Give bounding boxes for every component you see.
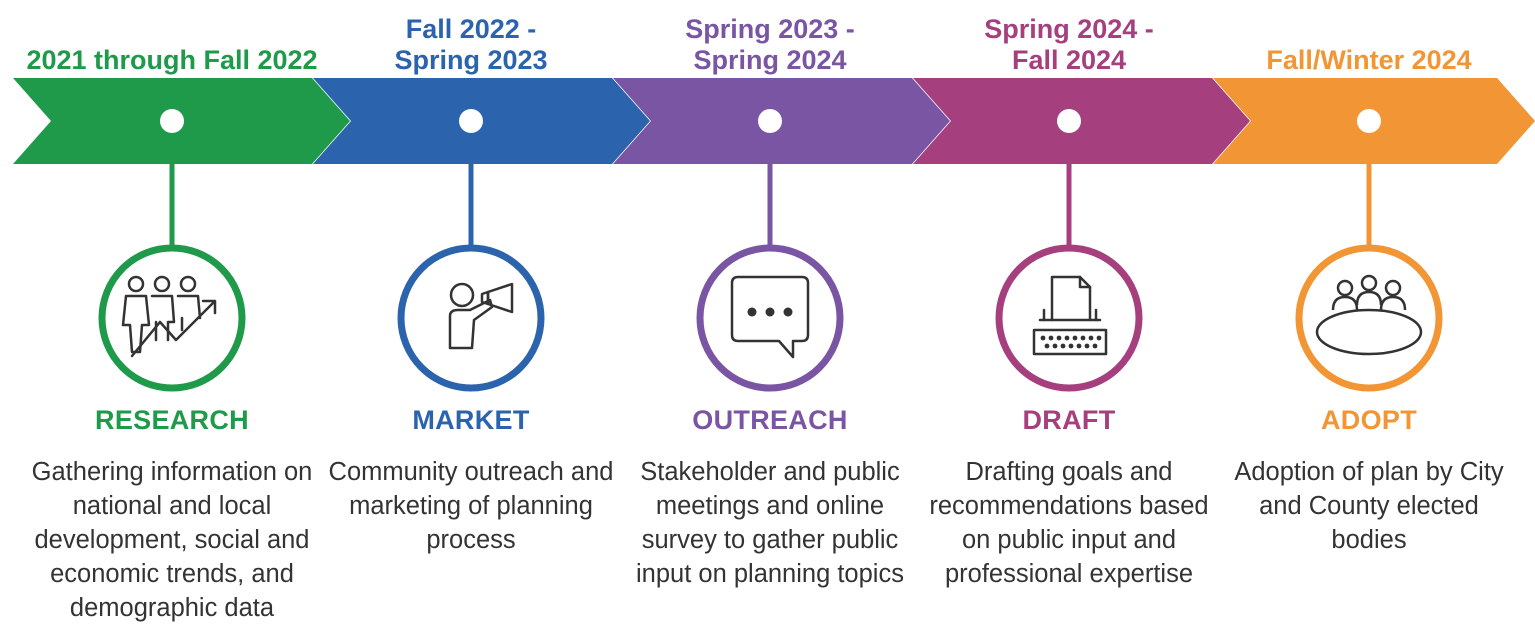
timeline-dot (1057, 109, 1081, 133)
people-growth-icon (121, 275, 217, 358)
stage-period: Fall 2022 - Spring 2023 (394, 14, 548, 75)
timeline-dot (758, 109, 782, 133)
stage-draft: Spring 2024 - Fall 2024 DRAFT Drafting g… (919, 0, 1219, 619)
icon-ring-market (397, 244, 545, 392)
stage-label: OUTREACH (692, 405, 848, 435)
stage-label: DRAFT (1022, 405, 1116, 435)
stage-description: Drafting goals and recommendations based… (929, 458, 1209, 588)
typewriter-icon (1032, 275, 1108, 356)
stage-label: RESEARCH (95, 405, 249, 435)
arrow-segment-draft (913, 78, 1250, 164)
stage-period: Spring 2024 - Fall 2024 (984, 14, 1154, 75)
stage-period: Spring 2023 - Spring 2024 (685, 14, 855, 75)
stage-research: 2021 through Fall 2022 RESEARCH Gatherin… (22, 0, 322, 622)
stage-description: Community outreach and marketing of plan… (328, 458, 614, 554)
megaphone-person-icon (448, 282, 514, 350)
stage-label: ADOPT (1321, 405, 1417, 435)
stage-outreach: Spring 2023 - Spring 2024 OUTREACH Stake… (620, 0, 920, 619)
meeting-table-icon (1315, 274, 1423, 356)
stage-connectors (169, 130, 1372, 246)
timeline-dot (1357, 109, 1381, 133)
stage-description: Gathering information on national and lo… (31, 458, 313, 622)
stage-market: Fall 2022 - Spring 2023 MARKET Community… (321, 0, 621, 619)
timeline-dots (160, 109, 1381, 133)
timeline-dot (459, 109, 483, 133)
stage-description: Adoption of plan by City and County elec… (1234, 458, 1504, 554)
stage-period: 2021 through Fall 2022 (26, 45, 318, 75)
chat-bubble-icon (730, 275, 810, 359)
stage-description: Stakeholder and public meetings and onli… (636, 458, 904, 588)
stage-label: MARKET (412, 405, 530, 435)
stage-adopt: Fall/Winter 2024 ADOPT Adoption of plan … (1219, 0, 1519, 619)
icon-ring-outreach (696, 244, 844, 392)
stage-period: Fall/Winter 2024 (1266, 45, 1472, 75)
timeline-dot (160, 109, 184, 133)
